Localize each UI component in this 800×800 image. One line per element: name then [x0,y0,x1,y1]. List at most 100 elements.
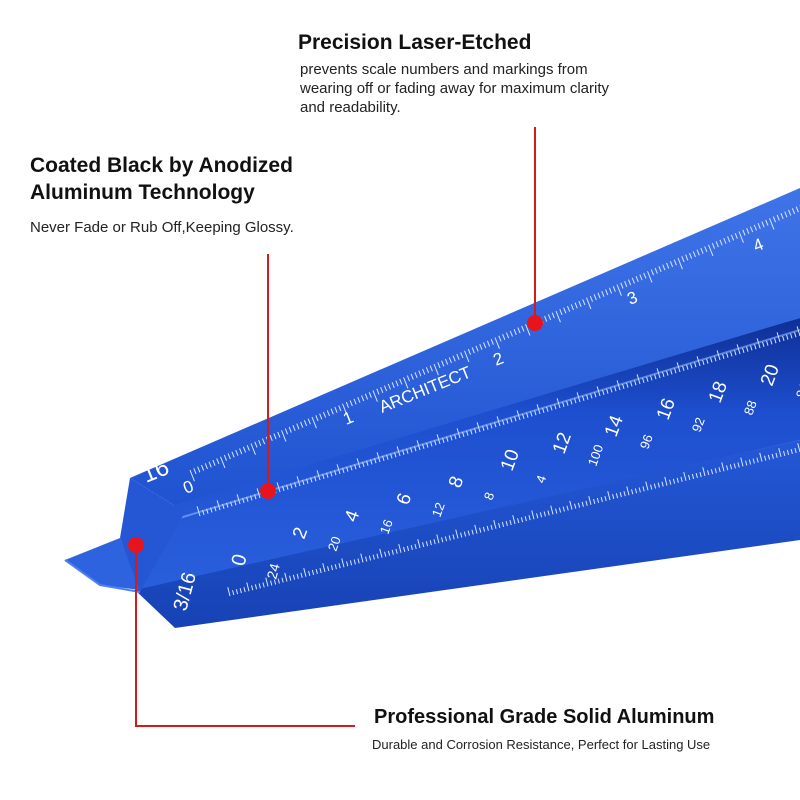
tick-mark [486,424,489,430]
tick-mark [425,367,430,374]
tick-mark [368,555,372,561]
tick-mark [661,481,664,487]
precision-description-line-2: wearing off or fading away for maximum c… [300,80,610,97]
tick-mark [680,476,683,482]
tick-mark [638,487,641,493]
tick-mark [296,476,301,487]
tick-mark [594,392,597,398]
tick-mark [342,467,345,473]
tick-mark [710,469,714,475]
tick-mark [674,368,677,374]
tick-mark [539,512,543,518]
tick-mark [596,497,600,504]
tick-mark [643,272,647,279]
tick-mark [711,242,715,249]
tick-mark [620,282,624,289]
tick-mark [296,573,299,579]
tick-mark [650,375,653,381]
tick-mark [582,299,586,306]
tick-mark [387,550,391,556]
tick-mark [261,438,266,445]
tick-mark [501,521,505,528]
tick-mark [716,350,721,361]
tick-mark [410,544,413,551]
tick-mark [319,413,323,420]
tick-mark [733,463,736,469]
tick-mark [612,285,616,292]
tick-mark [762,341,765,347]
tick-mark [740,457,744,467]
lower-number-0: 0 [228,552,252,568]
tick-mark [558,507,562,513]
tick-mark [303,567,307,577]
tick-mark [256,488,261,499]
tick-mark [258,583,261,589]
tick-mark [749,226,754,233]
tick-mark [669,261,674,268]
tick-mark [788,209,792,216]
tick-mark [269,435,273,441]
tick-mark [786,449,790,456]
tick-mark [231,451,235,458]
tick-mark [483,342,487,349]
tick-mark [719,239,723,246]
tick-mark [737,462,740,468]
tick-mark [456,353,460,360]
tick-mark [691,473,695,480]
tick-mark [562,506,565,512]
tick-mark [223,454,227,461]
tick-mark [682,365,685,371]
tick-mark [368,391,372,398]
tick-mark [642,377,645,383]
tick-mark [414,372,418,379]
tick-mark [566,505,569,511]
tick-mark [601,290,605,297]
tick-mark [403,377,409,389]
tick-mark [686,364,689,370]
professional-title: Professional Grade Solid Aluminum [374,706,715,728]
tick-mark [322,411,327,418]
tick-mark [493,519,497,529]
tick-mark [615,493,619,499]
tick-mark [556,398,561,409]
tick-mark [566,400,569,406]
tick-mark [386,454,389,460]
tick-mark [631,489,634,495]
tick-mark [289,575,292,581]
tick-mark [662,371,665,377]
tick-mark [372,554,375,560]
coated-marker-dot [260,483,276,499]
tick-mark [745,460,748,466]
tick-mark [399,378,403,385]
tick-mark [630,381,633,387]
tick-mark [365,556,368,562]
tick-mark [794,332,797,338]
tick-mark [250,443,256,455]
tick-mark [235,449,239,456]
tick-mark [653,483,657,489]
tick-mark [514,416,517,422]
tick-mark [360,553,364,563]
tick-mark [376,388,380,395]
tick-mark [658,266,662,273]
tick-mark [277,431,281,438]
tick-mark [448,535,451,541]
tick-mark [330,408,334,415]
tick-mark [722,353,725,359]
tick-mark [782,335,785,341]
middle-number-small: 92 [689,415,708,434]
tick-mark [243,587,246,593]
tick-mark [612,494,615,500]
tick-mark [446,436,449,442]
tick-mark [370,459,373,465]
tick-mark [502,334,506,340]
tick-mark [437,362,441,369]
tick-mark [429,540,432,546]
tick-mark [270,580,273,586]
tick-mark [494,422,497,428]
tick-mark [650,269,654,276]
tick-mark [471,347,475,354]
tick-mark [699,471,702,478]
tick-mark [516,410,521,421]
tick-mark [635,276,639,282]
